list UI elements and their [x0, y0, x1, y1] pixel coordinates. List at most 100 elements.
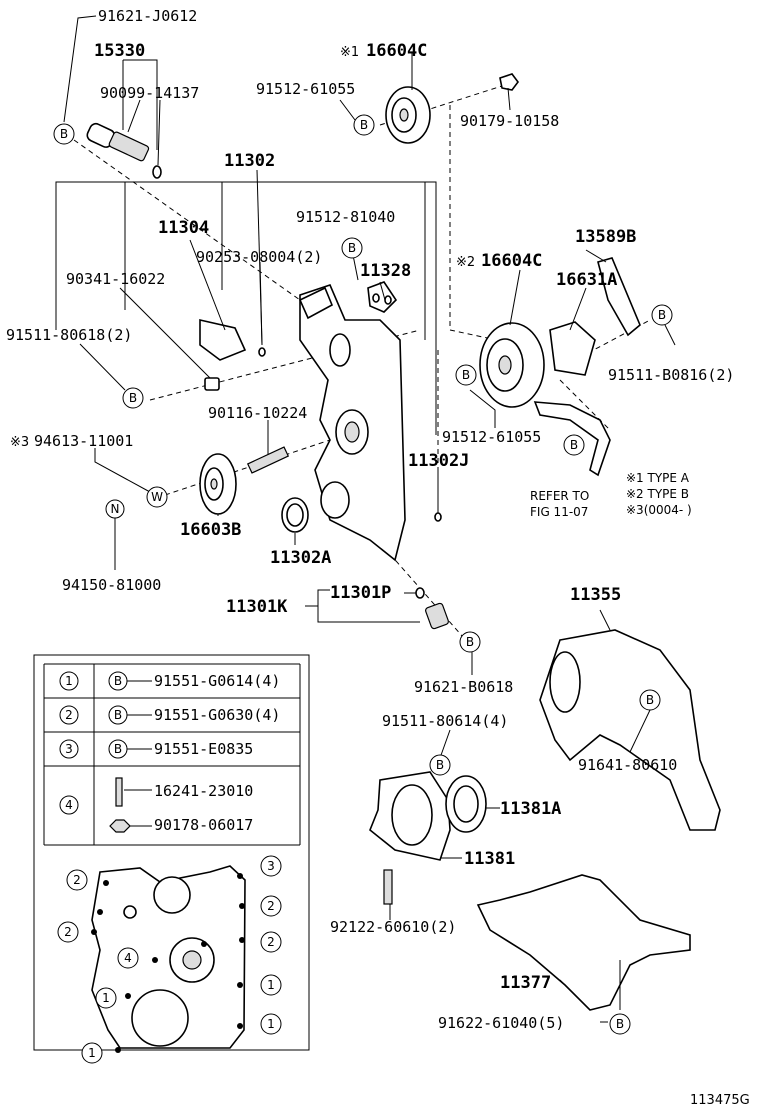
bolt-symbol-label: B — [129, 391, 137, 405]
type-note: ※1 TYPE A — [626, 471, 690, 485]
bolt-symbol-label: B — [360, 118, 368, 132]
oil-seal-front — [281, 497, 309, 533]
part-label: 91621-J0612 — [98, 7, 197, 25]
part-label: 91621-B0618 — [414, 678, 513, 696]
bolt-symbol-label: B — [436, 758, 444, 772]
part-label: 11328 — [360, 261, 411, 281]
nut-icon — [109, 819, 131, 833]
timing-chain-cover — [199, 281, 406, 562]
part-label: 11377 — [500, 973, 551, 993]
legend-num: 4 — [65, 798, 73, 812]
part-label: 90253-08004(2) — [196, 248, 322, 266]
bolt-symbol-icon — [563, 434, 585, 456]
part-label: 11355 — [570, 585, 621, 605]
part-label: 91622-61040(5) — [438, 1014, 564, 1032]
type-note: ※2 TYPE B — [626, 487, 689, 501]
legend-frame — [33, 654, 310, 1051]
bolt-symbol-label: B — [348, 241, 356, 255]
inset-marker: 1 — [102, 991, 110, 1005]
bolt-symbol-icon — [459, 631, 481, 653]
part-label: 90099-14137 — [100, 84, 199, 102]
bolt-symbol-label: B — [466, 635, 474, 649]
inset-bolt-dots — [91, 873, 245, 1053]
bolt-symbol-label: B — [462, 368, 470, 382]
bolt-symbol-label: B — [60, 127, 68, 141]
part-label: 16604C — [481, 251, 542, 271]
legend-num-icon — [59, 671, 79, 691]
idler-16603b — [199, 453, 237, 515]
note-mark: ※3 — [10, 435, 29, 450]
legend-part: 91551-G0614(4) — [154, 672, 280, 690]
legend-num: 2 — [65, 708, 73, 722]
part-label: 11301P — [330, 583, 391, 603]
bolt-symbol-icon — [353, 114, 375, 136]
stud-92122 — [383, 869, 393, 905]
figure-id: 113475G — [690, 1093, 750, 1108]
inset-marker: 2 — [73, 873, 81, 887]
stud-icon — [115, 777, 123, 807]
part-label: 16603B — [180, 520, 241, 540]
rear-seal-retainer — [369, 771, 451, 861]
note-mark: ※2 — [456, 255, 475, 270]
legend-part: 16241-23010 — [154, 782, 253, 800]
end-plate-11355 — [539, 629, 721, 831]
inset-marker: 1 — [267, 978, 275, 992]
part-label: 11304 — [158, 218, 209, 238]
bolt-symbol-icon — [609, 1013, 631, 1035]
part-label: 91512-61055 — [442, 428, 541, 446]
legend-part: 90178-06017 — [154, 816, 253, 834]
bolt-symbol-icon — [455, 364, 477, 386]
reference-notes: REFER TO FIG 11-07 ※1 TYPE A ※2 TYPE B ※… — [530, 471, 692, 519]
part-label: 11301K — [226, 597, 288, 617]
nut-symbol-icon — [105, 499, 125, 519]
note-mark: ※1 — [340, 45, 359, 60]
legend-part: 91551-E0835 — [154, 740, 253, 758]
union-11301p — [415, 587, 449, 630]
part-label: 11302 — [224, 151, 275, 171]
refer-line: REFER TO — [530, 489, 589, 503]
part-label: 11302A — [270, 548, 331, 568]
inset-marker: 1 — [267, 1017, 275, 1031]
part-label: 16604C — [366, 41, 427, 61]
inset-marker: 1 — [88, 1046, 96, 1060]
part-label: 11381 — [464, 849, 515, 869]
inset-marker: 4 — [124, 951, 132, 965]
inset-cover-view: 2 3 2 2 2 4 1 1 1 1 — [57, 855, 282, 1064]
inset-marker: 2 — [267, 935, 275, 949]
bolt-symbol-icon — [122, 387, 144, 409]
washer-symbol-label: W — [151, 490, 163, 504]
idler-pulley-type-b — [479, 257, 641, 477]
bolt-symbol-icon — [53, 123, 75, 145]
bolt-symbol-label: B — [114, 742, 122, 756]
washer-symbol-icon — [146, 486, 168, 508]
bolt-symbol-label: B — [616, 1017, 624, 1031]
inset-marker: 2 — [64, 925, 72, 939]
part-label: 91641-80610 — [578, 756, 677, 774]
part-label: 94150-81000 — [62, 576, 161, 594]
nut-symbol-label: N — [111, 502, 120, 516]
part-label: 13589B — [575, 227, 636, 247]
part-label: 92122-60610(2) — [330, 918, 456, 936]
rear-oil-seal — [445, 775, 487, 833]
leader-lines — [63, 15, 676, 1023]
part-label: 91511-80614(4) — [382, 712, 508, 730]
part-label: 91512-81040 — [296, 208, 395, 226]
oil-pan-11377 — [476, 874, 691, 1011]
part-label: 11302J — [408, 451, 469, 471]
legend-num: 3 — [65, 742, 73, 756]
bolt-symbol-icon — [341, 237, 363, 259]
stud-bolt — [246, 446, 290, 474]
part-label: 91511-80618(2) — [6, 326, 132, 344]
part-label: 91512-61055 — [256, 80, 355, 98]
bolt-symbol-label: B — [658, 308, 666, 322]
inset-marker: 2 — [267, 899, 275, 913]
part-labels: 91621-J0612 15330 90099-14137 ※1 16604C … — [6, 7, 734, 1032]
bolt-symbol-icon — [429, 754, 451, 776]
bolt-symbols: B B B B B B B B B B B W N — [53, 114, 673, 1035]
legend-table: 1 B 91551-G0614(4) 2 B 91551-G0630(4) 3 … — [33, 654, 310, 1051]
legend-num-icon — [59, 705, 79, 725]
part-label: 91511-B0816(2) — [608, 366, 734, 384]
oil-control-valve — [86, 122, 162, 179]
